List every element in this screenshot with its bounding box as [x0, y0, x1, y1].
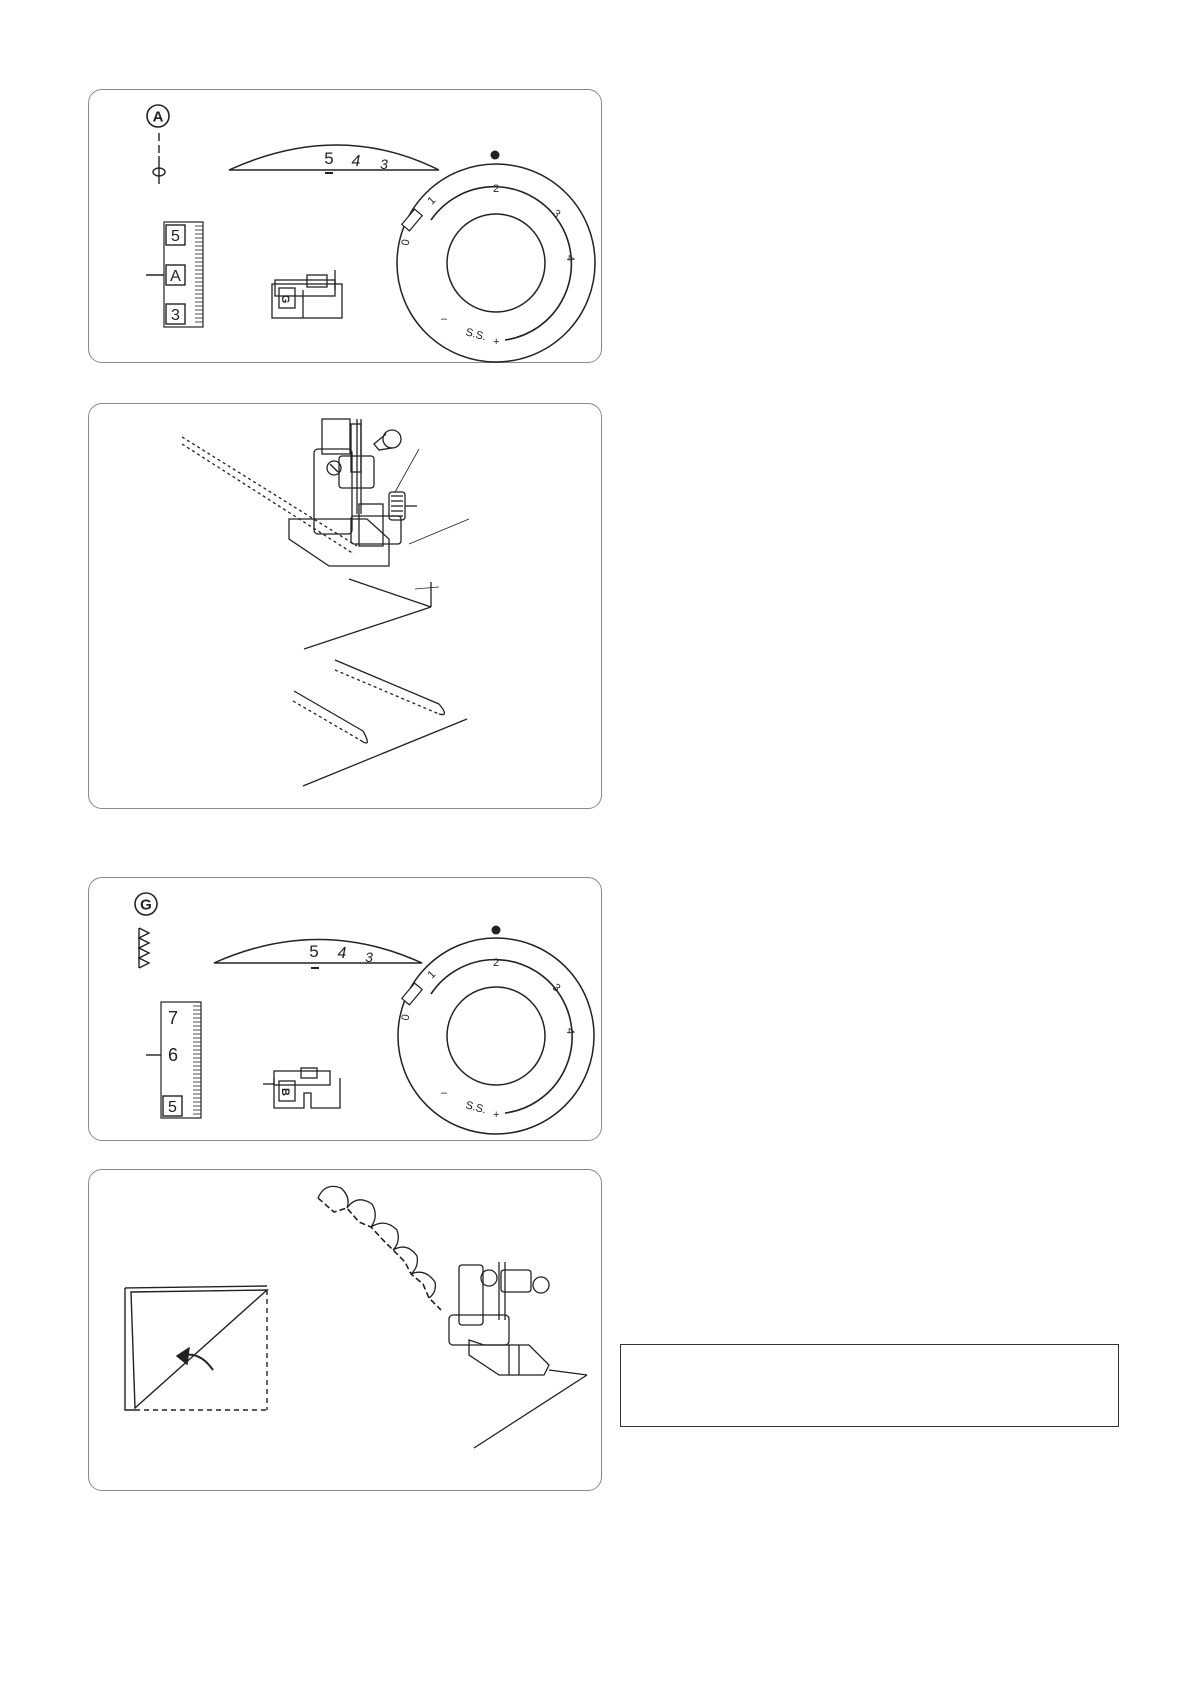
dial-minus: –: [441, 313, 448, 325]
arc-label-3: 3: [365, 949, 373, 965]
width-label-middle: A: [170, 268, 181, 285]
arc-label-5: 5: [324, 149, 333, 168]
stitch-width-scale: 5 A 3: [146, 221, 204, 328]
stitch-length-arc: 5 4 3: [213, 938, 423, 969]
presser-foot-b-icon: B: [263, 1067, 341, 1109]
dial-num-1: 1: [425, 968, 438, 981]
stitch-letter-circle: [134, 892, 158, 916]
folded-fabric-diagram: [124, 1285, 269, 1411]
dial-plus: +: [493, 1109, 499, 1121]
settings-panel-a: A 5 4 3 5 A 3: [88, 89, 602, 363]
straight-stitch-icon: [152, 133, 166, 184]
tension-dial: 0 1 2 3 4 – S.S. +: [397, 925, 595, 1135]
tension-dial: 0 1 2 3 4 – S.S. +: [396, 150, 596, 363]
presser-foot-g-icon: G: [271, 270, 343, 319]
dial-num-0: 0: [400, 1013, 413, 1021]
stitch-letter: A: [153, 109, 164, 126]
sewing-foot-illustration: [181, 418, 470, 650]
width-label-top: 5: [171, 228, 180, 245]
arc-label-3: 3: [380, 156, 388, 172]
dial-num-2: 2: [493, 183, 499, 195]
dial-num-0: 0: [400, 238, 413, 246]
shell-tuck-stitch-icon: [137, 927, 151, 969]
stitch-length-arc: 5 4 3: [228, 144, 440, 174]
arc-label-4: 4: [338, 945, 347, 962]
note-box: [620, 1344, 1119, 1427]
dial-num-4: 4: [564, 1028, 576, 1034]
dial-num-2: 2: [493, 957, 499, 969]
finished-pin-tucks-illustration: [292, 659, 468, 787]
shell-tuck-sewing-illustration: [317, 1185, 588, 1449]
illustration-panel-blind-hem: [88, 403, 602, 809]
arc-label-4: 4: [352, 153, 361, 170]
foot-letter: G: [279, 295, 291, 304]
illustration-panel-shell-tuck: [88, 1169, 602, 1491]
width-label-middle: 6: [168, 1045, 178, 1065]
width-label-bottom: 3: [171, 307, 180, 324]
dial-plus: +: [493, 336, 499, 348]
arc-label-5: 5: [309, 942, 318, 961]
stitch-width-scale: 7 6 5: [146, 1001, 202, 1119]
width-label-bottom: 5: [168, 1099, 177, 1116]
stitch-letter-circle: [146, 104, 170, 128]
width-label-top: 7: [168, 1008, 178, 1028]
dial-num-1: 1: [425, 194, 438, 207]
dial-minus: –: [441, 1087, 448, 1099]
settings-panel-g: G 5 4 3 7 6 5 B: [88, 877, 602, 1141]
foot-letter: B: [279, 1088, 291, 1096]
dial-ss: S.S.: [464, 1099, 487, 1116]
dial-ss: S.S.: [464, 326, 487, 343]
stitch-letter: G: [140, 897, 152, 914]
dial-num-4: 4: [564, 255, 576, 261]
